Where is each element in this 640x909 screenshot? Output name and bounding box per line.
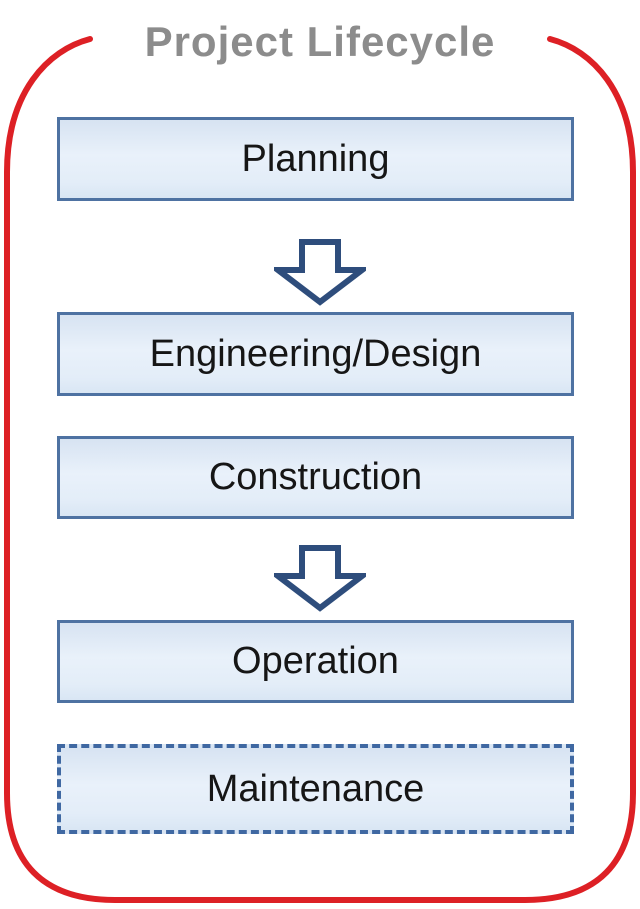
step-label-maintenance: Maintenance [206, 767, 425, 810]
step-label-construction: Construction [208, 456, 423, 498]
down-arrow-icon [274, 545, 366, 612]
step-box-engineering-design: Engineering/Design [57, 312, 574, 396]
step-label-planning: Planning [241, 137, 390, 180]
down-arrow-icon [274, 239, 366, 306]
step-box-planning: Planning [57, 117, 574, 201]
diagram-title: Project Lifecycle [144, 18, 496, 65]
step-box-maintenance: Maintenance [57, 744, 574, 834]
step-label-operation: Operation [232, 640, 399, 682]
step-box-operation: Operation [57, 620, 574, 703]
step-label-engineering-design: Engineering/Design [149, 332, 482, 375]
step-box-construction: Construction [57, 436, 574, 519]
